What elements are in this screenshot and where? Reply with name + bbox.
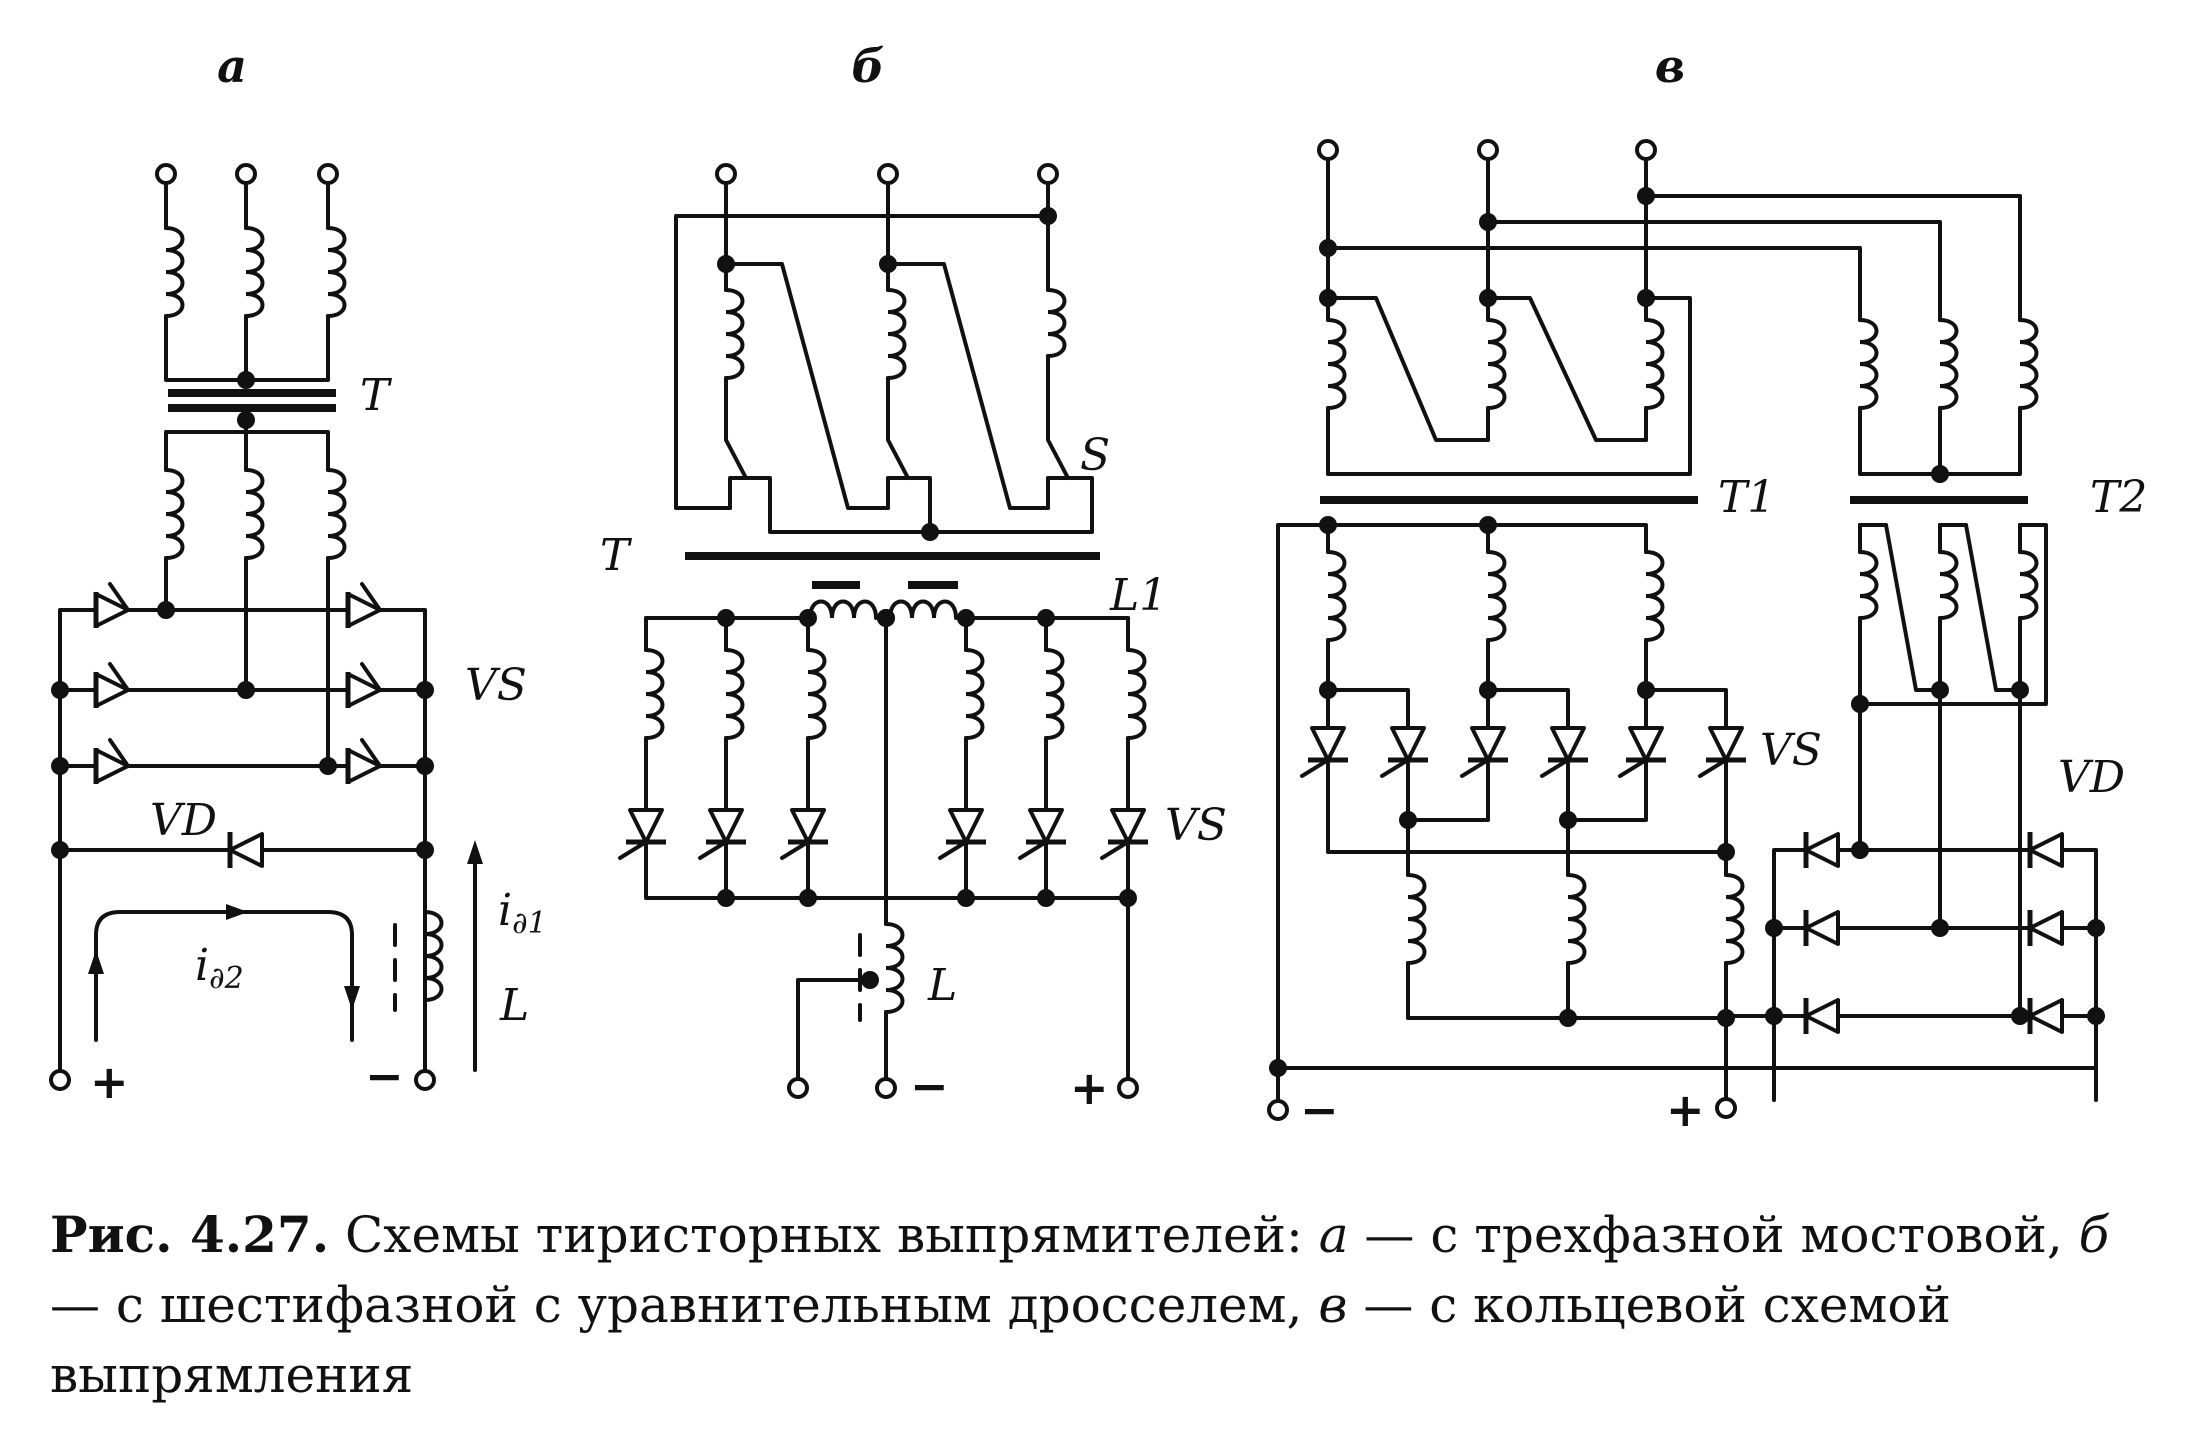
- schematic-b: S T L1: [600, 163, 1227, 1115]
- choke-L1: [808, 599, 958, 620]
- label-T2: T2: [2090, 472, 2147, 523]
- polarity-plus-a: +: [90, 1055, 129, 1109]
- terminal-circle: [235, 163, 257, 185]
- polarity-minus-b: −: [910, 1059, 949, 1113]
- label-VS-b: VS: [1165, 800, 1227, 851]
- secondary-windings: [164, 468, 347, 560]
- panel-label-b: б: [851, 39, 884, 93]
- polarity-minus-a: −: [365, 1049, 404, 1103]
- label-L-b: L: [927, 960, 957, 1011]
- caption-key-c: в: [1318, 1276, 1348, 1334]
- terminal-plus-a: [49, 1069, 71, 1091]
- terminal-circle: [155, 163, 177, 185]
- thyristors-VS-c: [1300, 726, 1746, 778]
- label-VS-a: VS: [465, 660, 527, 711]
- caption-text-c: — с кольцевой схемой выпрямления: [50, 1276, 1951, 1404]
- inductor-L: [423, 910, 444, 1002]
- polarity-minus-c: −: [1300, 1083, 1339, 1137]
- schematic-c: T1 T2 VS: [1267, 139, 2147, 1137]
- inductor-L-b: [884, 922, 905, 1014]
- transformer-core: [168, 389, 336, 412]
- caption-key-a: а: [1318, 1206, 1349, 1264]
- figure-number: Рис. 4.27.: [50, 1205, 330, 1264]
- label-VD-c: VD: [2058, 752, 2125, 803]
- figure-caption: Рис. 4.27. Схемы тиристорных выпрямителе…: [50, 1200, 2160, 1410]
- caption-text: Схемы тиристорных выпрямителей:: [345, 1206, 1303, 1264]
- secondary-windings: [644, 648, 1147, 740]
- caption-text-a: — с трехфазной мостовой,: [1364, 1206, 2063, 1264]
- caption-key-b: б: [2078, 1206, 2110, 1264]
- label-id2: i∂2: [195, 940, 244, 996]
- terminal-minus-a: [414, 1069, 436, 1091]
- thyristor-bridge: [93, 582, 382, 784]
- caption-text-b: — с шестифазной с уравнительным дросселе…: [50, 1276, 1303, 1334]
- label-VS-c: VS: [1760, 725, 1822, 776]
- label-T: T: [360, 370, 393, 421]
- label-T1: T1: [1718, 472, 1775, 523]
- label-id1: i∂1: [498, 885, 547, 941]
- diodes-VD-c: [1803, 832, 2064, 1034]
- label-L1: L1: [1109, 570, 1167, 621]
- diode-VD: [228, 832, 264, 868]
- label-S: S: [1080, 430, 1110, 481]
- schematic-a: T VS: [49, 163, 547, 1109]
- panel-label-a: а: [217, 39, 247, 93]
- polarity-plus-b: +: [1070, 1061, 1109, 1115]
- polarity-plus-c: +: [1666, 1083, 1705, 1137]
- terminal-circle: [317, 163, 339, 185]
- primary-windings: [164, 226, 347, 318]
- panel-label-c: в: [1655, 39, 1685, 93]
- label-L-a: L: [499, 980, 529, 1031]
- label-T-b: T: [600, 530, 633, 581]
- label-VD-a: VD: [150, 795, 217, 846]
